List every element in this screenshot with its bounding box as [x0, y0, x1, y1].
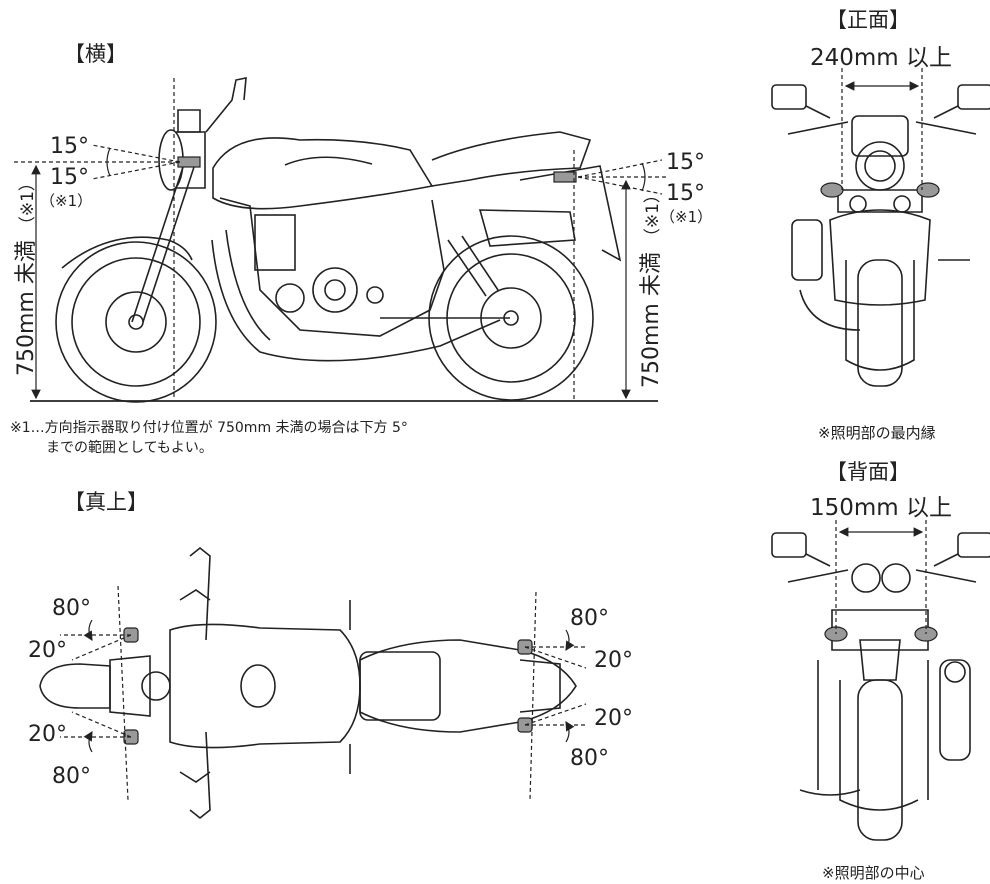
front-right-turn-signal [916, 182, 940, 198]
side-view-motorcycle [30, 77, 658, 403]
top-view-motorcycle [39, 546, 577, 820]
front-caption: ※照明部の最内縁 [818, 424, 936, 442]
top-rear-right-inner-angle: 20° [594, 706, 633, 731]
side-front-turn-signal [177, 156, 201, 168]
top-front-right-inner-angle: 20° [594, 648, 633, 673]
side-rear-up-angle: 15° [666, 150, 705, 175]
rear-distance-guides [835, 520, 927, 634]
side-rear-height-note: （※1） [643, 186, 663, 246]
rear-caption: ※照明部の中心 [822, 864, 925, 882]
top-front-left-outer-angle: 80° [52, 596, 91, 621]
side-rear-height-value: 750mm 未満 [639, 252, 664, 388]
front-left-turn-signal [820, 182, 844, 198]
front-distance-guides [841, 68, 923, 190]
side-angle-lines [14, 78, 668, 400]
top-rear-left-inner-angle: 20° [28, 722, 67, 747]
rear-view-motorcycle [771, 532, 990, 841]
side-rear-down-note: （※1） [660, 208, 713, 226]
side-front-height-value: 750mm 未満 [14, 240, 39, 376]
top-angle-lines [60, 585, 587, 801]
rear-distance-label: 150mm 以上 [810, 495, 953, 521]
side-rear-height-label: 750mm 未満 （※1） [633, 186, 665, 388]
side-front-down-note: （※1） [40, 192, 93, 210]
front-view-title: 【正面】 [826, 8, 910, 32]
top-front-left-inner-angle: 20° [28, 638, 67, 663]
side-front-height-label: 750mm 未満 （※1） [8, 174, 40, 376]
top-front-right-outer-angle: 80° [570, 606, 609, 631]
side-rear-turn-signal [553, 171, 577, 183]
top-view-title: 【真上】 [64, 490, 148, 514]
front-distance-label: 240mm 以上 [810, 45, 953, 71]
side-front-up-angle: 15° [50, 134, 89, 159]
top-turn-signals [123, 627, 533, 745]
top-rear-left-outer-angle: 80° [52, 764, 91, 789]
footnote-line-1: ※1…方向指示器取り付け位置が 750mm 未満の場合は下方 5° [10, 420, 408, 436]
front-view-motorcycle [771, 84, 990, 387]
top-rear-right-outer-angle: 80° [570, 746, 609, 771]
footnote-line-2: までの範囲としてもよい。 [46, 440, 213, 456]
side-view-title: 【横】 [64, 42, 127, 66]
side-front-down-angle: 15° [50, 165, 89, 190]
side-front-height-note: （※1） [18, 174, 38, 234]
rear-view-title: 【背面】 [826, 460, 910, 484]
side-rear-down-angle: 15° [666, 181, 705, 206]
